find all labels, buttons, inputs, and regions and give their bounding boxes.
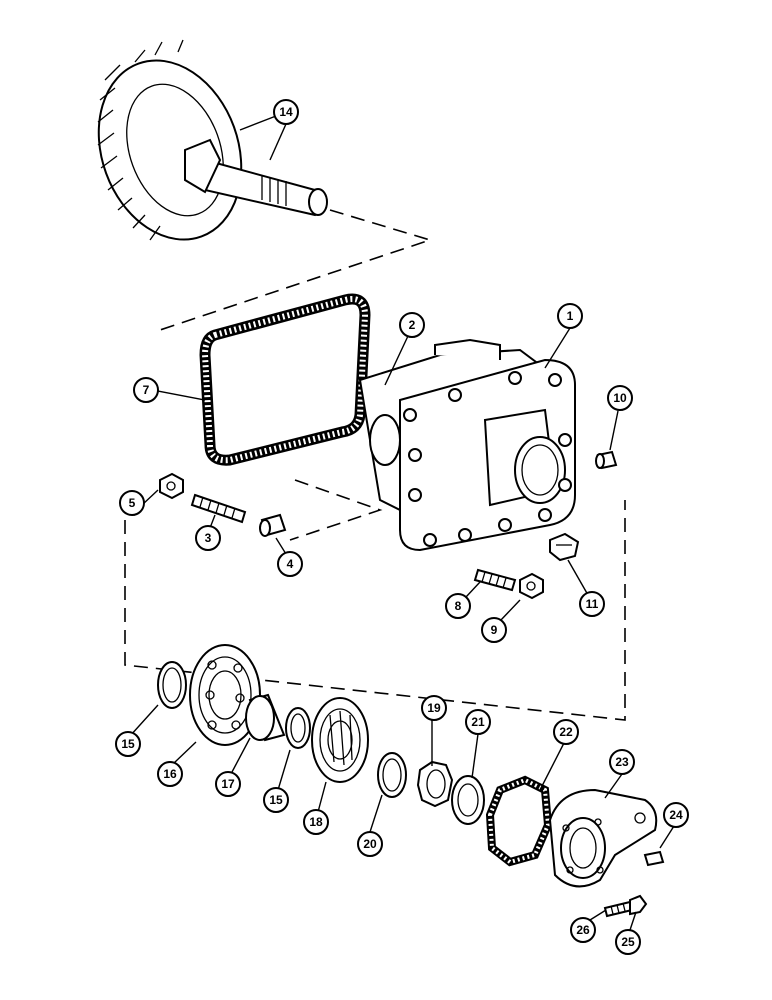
callout-25: 25 [615, 929, 641, 955]
callout-19: 19 [421, 695, 447, 721]
nut-5 [159, 472, 184, 500]
callout-18: 18 [303, 809, 329, 835]
pin-10 [595, 450, 618, 470]
bolt-26 [603, 900, 634, 918]
pin-24 [643, 850, 665, 867]
callout-15a: 15 [115, 731, 141, 757]
svg-text:1: 1 [567, 309, 574, 323]
svg-text:23: 23 [615, 755, 629, 769]
svg-text:9: 9 [491, 623, 498, 637]
assembly-dashed-lines [124, 209, 626, 721]
callout-7: 7 [133, 377, 159, 403]
callout-11: 11 [579, 591, 605, 617]
callout-8: 8 [445, 593, 471, 619]
svg-text:8: 8 [455, 599, 462, 613]
svg-text:25: 25 [621, 935, 635, 949]
callout-24: 24 [663, 802, 689, 828]
stud-3 [190, 493, 247, 524]
seal-21 [451, 775, 485, 825]
svg-text:14: 14 [279, 105, 293, 119]
svg-text:11: 11 [586, 597, 599, 611]
callout-20: 20 [357, 831, 383, 857]
svg-text:22: 22 [559, 725, 573, 739]
snap-ring-15a [157, 661, 187, 709]
callout-5: 5 [119, 490, 145, 516]
svg-text:2: 2 [409, 318, 416, 332]
callout-22: 22 [553, 719, 579, 745]
svg-text:24: 24 [669, 808, 683, 822]
callout-23: 23 [609, 749, 635, 775]
bearing-18 [311, 697, 369, 783]
svg-text:18: 18 [309, 815, 323, 829]
callout-9: 9 [481, 617, 507, 643]
svg-text:26: 26 [576, 923, 590, 937]
bearing-16 [189, 644, 261, 746]
callout-15b: 15 [263, 787, 289, 813]
snap-ring-15b [285, 707, 311, 749]
washer-25 [629, 894, 648, 916]
svg-text:15: 15 [121, 737, 135, 751]
gasket-7 [199, 293, 371, 466]
svg-text:4: 4 [287, 557, 294, 571]
nut-9 [519, 572, 544, 600]
svg-text:7: 7 [143, 383, 150, 397]
svg-text:16: 16 [163, 767, 177, 781]
svg-text:15: 15 [269, 793, 283, 807]
ring-gear-pinion [97, 39, 328, 241]
callout-17: 17 [215, 771, 241, 797]
leader-lines [129, 115, 675, 931]
gasket-22 [485, 775, 553, 867]
plug-11 [549, 532, 580, 562]
bushing-4 [259, 513, 287, 537]
nut-19 [416, 760, 454, 808]
svg-text:3: 3 [205, 531, 212, 545]
svg-text:21: 21 [471, 715, 485, 729]
callout-2: 2 [399, 312, 425, 338]
callout-16: 16 [157, 761, 183, 787]
svg-text:20: 20 [363, 837, 377, 851]
callout-14: 14 [273, 99, 299, 125]
ring-20 [377, 752, 407, 798]
callout-21: 21 [465, 709, 491, 735]
callout-3: 3 [195, 525, 221, 551]
callout-1: 1 [557, 303, 583, 329]
callout-4: 4 [277, 551, 303, 577]
svg-text:10: 10 [613, 391, 627, 405]
spacer-17 [245, 693, 286, 742]
svg-text:19: 19 [427, 701, 441, 715]
callout-10: 10 [607, 385, 633, 411]
cover-23 [548, 788, 658, 888]
stud-8 [473, 568, 517, 592]
callout-26: 26 [570, 917, 596, 943]
svg-text:17: 17 [221, 777, 235, 791]
svg-text:5: 5 [129, 496, 136, 510]
differential-housing [358, 338, 576, 552]
